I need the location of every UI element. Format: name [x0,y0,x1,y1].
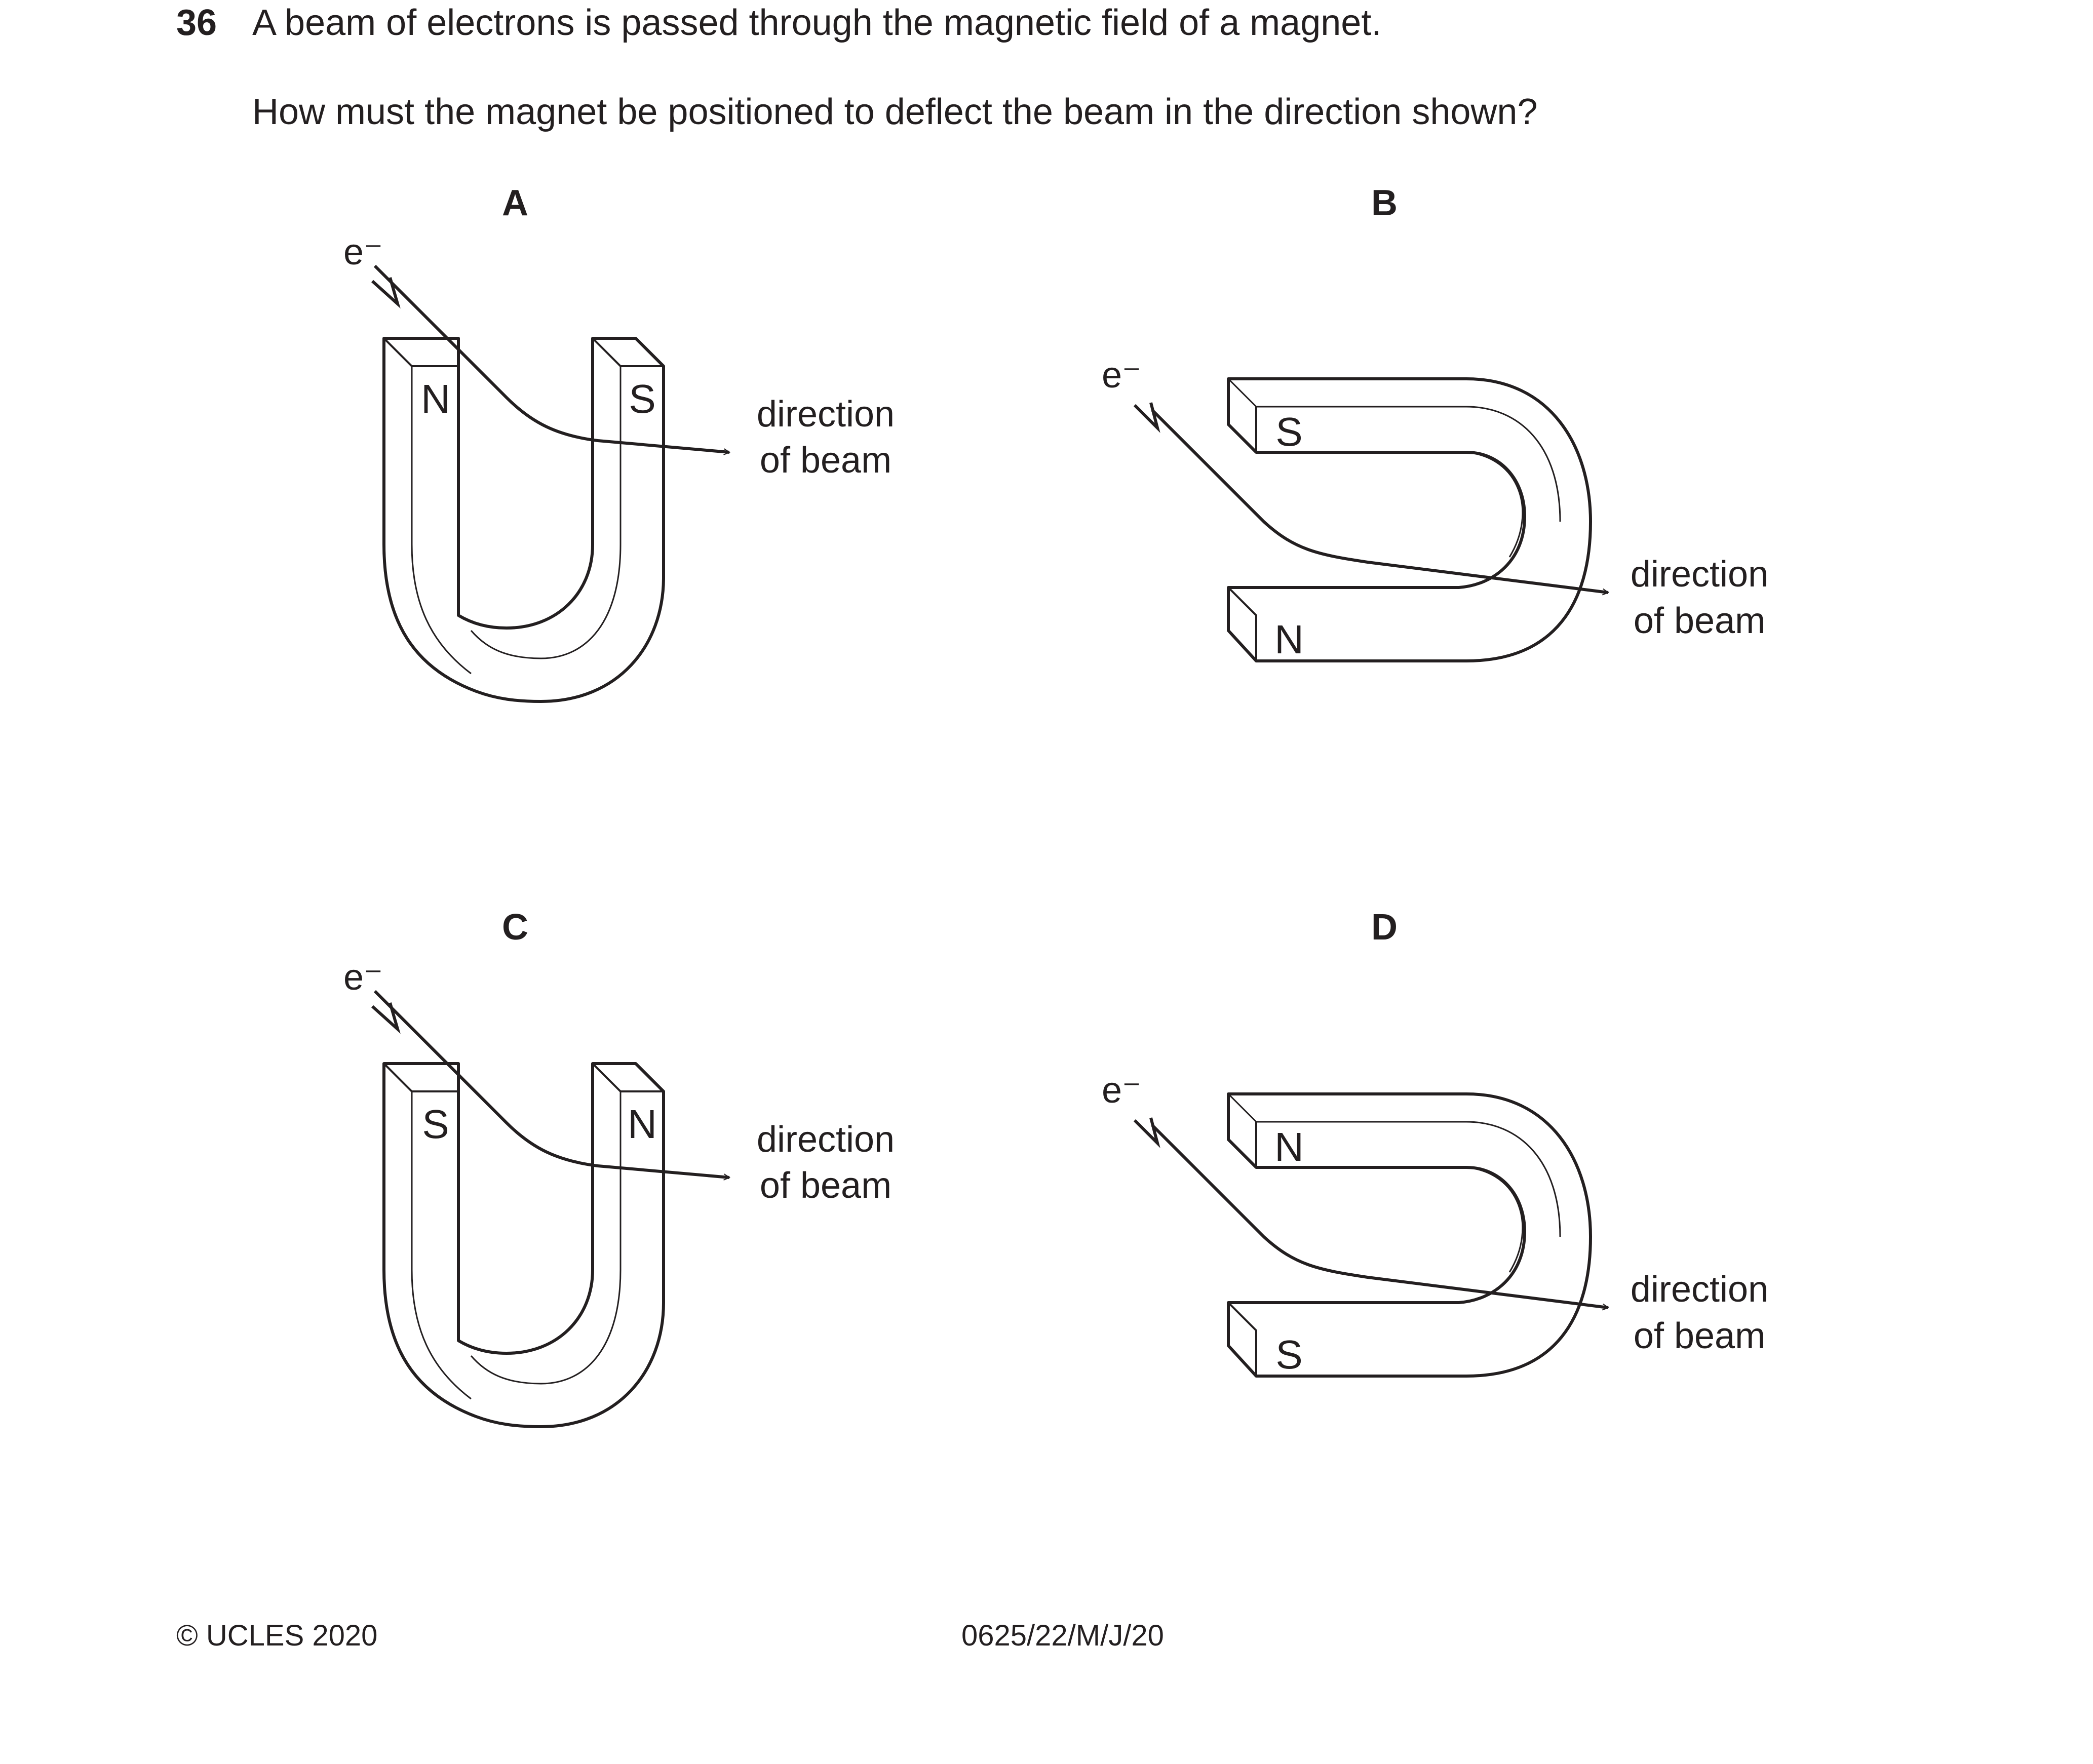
option-a-beam-label-2: of beam [760,440,892,481]
option-d-beam-entry-arrow [1133,1117,1160,1148]
option-b-beam [1151,409,1608,593]
option-d-beam-label-2: of beam [1634,1316,1765,1356]
option-a-pole-right: S [629,376,655,421]
option-d-beam [1151,1124,1608,1308]
option-c-pole-left: S [422,1102,449,1147]
option-b-beam-label-1: direction [1631,554,1768,595]
option-c-diagram: e⁻ S N direction of beam [343,957,895,1427]
option-a-pole-left: N [421,376,450,421]
option-a-letter: A [502,183,528,223]
question-prompt: How must the magnet be positioned to def… [252,92,1538,132]
option-b-beam-entry-arrow [1133,402,1160,433]
option-d-beam-label-1: direction [1631,1269,1768,1310]
option-c-beam-label-2: of beam [760,1165,892,1206]
option-d-letter: D [1371,907,1398,948]
option-a-beam-entry-arrow [371,277,401,309]
option-d-pole-bottom: S [1275,1332,1302,1377]
option-b-electron-label: e⁻ [1102,355,1141,396]
option-c-beam-entry-arrow [371,1002,401,1034]
question-number: 36 [176,3,217,43]
option-c-letter: C [502,907,528,948]
option-b-letter: B [1371,183,1398,223]
option-a-electron-label: e⁻ [343,232,383,272]
question-text: A beam of electrons is passed through th… [252,3,1382,43]
option-a-beam [373,264,729,452]
footer-copyright: © UCLES 2020 [176,1619,378,1652]
option-b-pole-top: S [1275,409,1302,454]
option-c-pole-right: N [628,1102,657,1147]
option-d-pole-top: N [1274,1124,1304,1169]
option-b-beam-label-2: of beam [1634,601,1765,641]
option-c-beam [373,990,729,1178]
footer-paper-code: 0625/22/M/J/20 [961,1619,1164,1652]
option-b-pole-bottom: N [1274,617,1304,662]
option-c-beam-label-1: direction [757,1119,895,1160]
option-d-diagram: e⁻ N S direction of beam [1102,1070,1768,1377]
option-a-diagram: e⁻ N S direction of beam [343,232,895,701]
option-a-beam-label-1: direction [757,394,895,435]
option-b-diagram: e⁻ S N direction of beam [1102,355,1768,662]
option-c-electron-label: e⁻ [343,957,383,998]
option-d-electron-label: e⁻ [1102,1070,1141,1111]
